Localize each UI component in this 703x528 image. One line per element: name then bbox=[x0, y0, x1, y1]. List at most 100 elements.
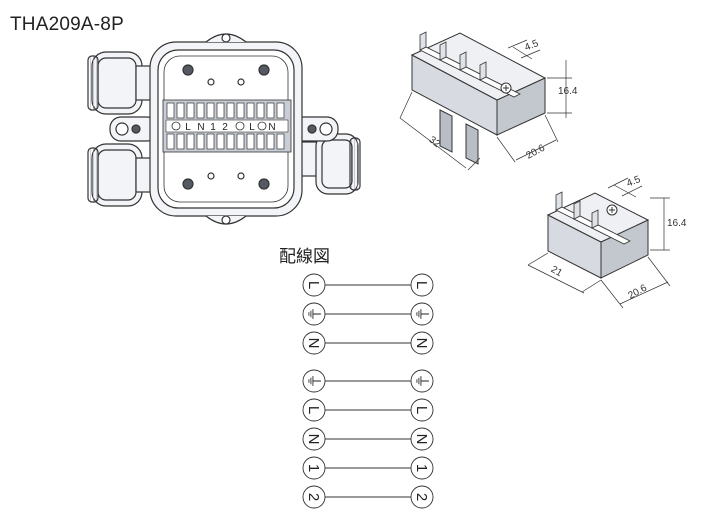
box-terminal-label: N bbox=[268, 122, 275, 133]
terminal-symbol-right: L bbox=[413, 281, 430, 289]
block-fin bbox=[439, 41, 447, 61]
terminal-circle-left bbox=[302, 369, 326, 393]
dim-8p-pitch: 4.5 bbox=[523, 38, 540, 54]
terminal-slot-bottom bbox=[186, 133, 195, 150]
block-fin bbox=[591, 209, 599, 229]
terminal-symbol-right: 1 bbox=[413, 464, 430, 472]
terminal-slot-bottom bbox=[276, 133, 285, 150]
terminal-circle-left bbox=[302, 485, 326, 509]
dim-3p-depth: 20.6 bbox=[626, 283, 649, 302]
terminal-circle-right bbox=[410, 369, 434, 393]
terminal-symbol-left: ⏚ bbox=[305, 373, 322, 388]
terminal-slot-bottom bbox=[246, 133, 255, 150]
box-terminal-label: N bbox=[197, 122, 204, 133]
terminal-symbol-left: N bbox=[305, 434, 322, 445]
terminal-slot-bottom bbox=[196, 133, 205, 150]
terminal-symbol-right: ⏚ bbox=[413, 373, 430, 388]
dim-3p-length: 21 bbox=[549, 264, 565, 279]
terminal-block-3p bbox=[546, 191, 650, 279]
box-terminal-label: L bbox=[249, 122, 255, 133]
cable-gland-right bbox=[299, 133, 361, 195]
terminal-slot-top bbox=[176, 102, 185, 119]
terminal-circle-left bbox=[302, 427, 326, 451]
terminal-circle-right bbox=[410, 331, 434, 355]
terminal-symbol-left: 1 bbox=[305, 464, 322, 472]
terminal-symbol-left: L bbox=[305, 406, 322, 414]
earth-mark bbox=[235, 121, 245, 131]
terminal-slot-bottom bbox=[266, 133, 275, 150]
wiring-row-2-0: ⏚⏚ bbox=[302, 369, 434, 393]
block-fin bbox=[555, 191, 563, 211]
earth-mark bbox=[257, 121, 267, 131]
terminal-circle-left bbox=[302, 302, 326, 326]
block-fin bbox=[419, 31, 427, 51]
dim-3p-pitch: 4.5 bbox=[625, 174, 642, 190]
terminal-symbol-right: N bbox=[413, 434, 430, 445]
terminal-slot-top bbox=[166, 102, 175, 119]
block-fin bbox=[479, 61, 487, 81]
terminal-slot-top bbox=[196, 102, 205, 119]
terminal-slot-bottom bbox=[256, 133, 265, 150]
box-terminal-label: 2 bbox=[222, 122, 228, 133]
terminal-slot-top bbox=[266, 102, 275, 119]
terminal-symbol-right: N bbox=[413, 338, 430, 349]
wiring-row-1-1: ⏚⏚ bbox=[302, 302, 434, 326]
block-8p-dimensions bbox=[399, 39, 572, 171]
block-3p-dimensions bbox=[527, 177, 671, 309]
dim-3p-height: 16.4 bbox=[667, 218, 687, 229]
terminal-slot-top bbox=[216, 102, 225, 119]
terminal-slot-bottom bbox=[206, 133, 215, 150]
block-fin bbox=[459, 51, 467, 71]
terminal-symbol-left: 2 bbox=[305, 493, 322, 501]
terminal-symbol-right: L bbox=[413, 406, 430, 414]
terminal-circle-left bbox=[302, 398, 326, 422]
terminal-slot-top bbox=[236, 102, 245, 119]
terminal-slot-bottom bbox=[216, 133, 225, 150]
terminal-slot-bottom bbox=[166, 133, 175, 150]
terminal-block-8p bbox=[410, 31, 547, 165]
terminal-slot-top bbox=[226, 102, 235, 119]
terminal-slot-bottom bbox=[236, 133, 245, 150]
cable-gland-bottom-left bbox=[87, 143, 157, 207]
terminal-slot-top bbox=[256, 102, 265, 119]
dim-8p-depth: 20.6 bbox=[524, 143, 547, 162]
terminal-symbol-right: 2 bbox=[413, 493, 430, 501]
terminal-symbol-left: ⏚ bbox=[305, 306, 322, 321]
terminal-symbol-right: ⏚ bbox=[413, 306, 430, 321]
terminal-circle-right bbox=[410, 456, 434, 480]
lid-screws bbox=[182, 64, 270, 190]
box-terminal-label: L bbox=[185, 122, 191, 133]
terminal-slot-top bbox=[276, 102, 285, 119]
terminal-slot-bottom bbox=[176, 133, 185, 150]
junction-box bbox=[87, 33, 361, 225]
dim-8p-height: 16.4 bbox=[558, 86, 578, 97]
box-terminal-label: 1 bbox=[210, 122, 216, 133]
wiring-diagram-title: 配線図 bbox=[279, 247, 330, 267]
block-fin bbox=[573, 200, 581, 220]
terminal-slot-top bbox=[246, 102, 255, 119]
terminal-circle-right bbox=[410, 398, 434, 422]
cable-gland-top-left bbox=[87, 51, 157, 115]
terminal-slot-top bbox=[186, 102, 195, 119]
terminal-circle-left bbox=[302, 273, 326, 297]
terminal-circle-right bbox=[410, 302, 434, 326]
terminal-circle-right bbox=[410, 427, 434, 451]
terminal-circle-left bbox=[302, 456, 326, 480]
terminal-circle-right bbox=[410, 485, 434, 509]
terminal-slots bbox=[166, 102, 285, 150]
terminal-slot-bottom bbox=[226, 133, 235, 150]
product-title: THA209A-8P bbox=[10, 14, 124, 35]
terminal-symbol-left: N bbox=[305, 338, 322, 349]
terminal-symbol-left: L bbox=[305, 281, 322, 289]
terminal-circle-right bbox=[410, 273, 434, 297]
terminal-slot-top bbox=[206, 102, 215, 119]
